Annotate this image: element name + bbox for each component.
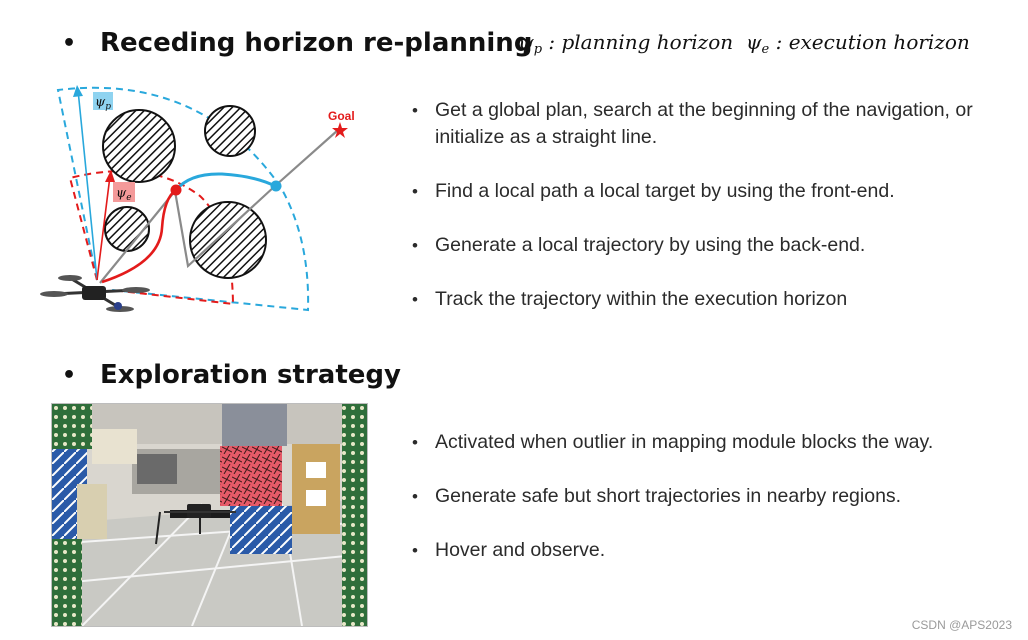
drone-icon — [40, 275, 150, 312]
obstacle-circle — [204, 105, 256, 157]
execution-horizon-arrow — [96, 175, 111, 281]
planning-horizon-label: : planning horizon — [542, 30, 746, 54]
psi-symbol: ψ — [518, 30, 534, 54]
psi-e-label: ψe — [116, 186, 132, 203]
execution-horizon-boundary — [68, 170, 235, 306]
planning-horizon-arrow — [77, 89, 98, 281]
exploration-steps-list: Activated when outlier in mapping module… — [412, 429, 1024, 591]
psi-symbol: ψ — [745, 30, 762, 54]
heading-bullet: • — [62, 30, 77, 56]
section-title: Receding horizon re-planning — [100, 28, 533, 58]
list-item: Find a local path a local target by usin… — [412, 178, 1024, 205]
drone-icon — [155, 504, 236, 545]
watermark: CSDN @APS2023 — [911, 618, 1012, 632]
list-item: Generate safe but short trajectories in … — [412, 483, 1024, 510]
list-item: Activated when outlier in mapping module… — [412, 429, 1024, 456]
local-trajectory-planned — [174, 172, 276, 192]
list-item: Generate a local trajectory by using the… — [412, 232, 1024, 259]
section-heading-replanning: • Receding horizon re-planning — [62, 28, 532, 58]
execution-target-dot — [170, 184, 182, 196]
local-trajectory-executed — [101, 188, 177, 284]
psi-e-subscript: e — [761, 42, 770, 57]
list-item: Get a global plan, search at the beginni… — [412, 97, 1024, 151]
obstacle-circle — [104, 206, 150, 252]
replanning-steps-list: Get a global plan, search at the beginni… — [412, 97, 1024, 340]
psi-p-subscript: p — [533, 42, 543, 57]
section-heading-exploration: • Exploration strategy — [62, 360, 401, 390]
heading-bullet: • — [62, 362, 77, 388]
execution-horizon-label: : execution horizon — [769, 30, 970, 54]
horizon-formula: ψp : planning horizon ψe : execution hor… — [518, 30, 970, 57]
receding-horizon-diagram: Goal ψp ψe — [40, 85, 355, 312]
obstacle-circle — [102, 109, 176, 183]
planning-horizon-boundary — [56, 86, 310, 312]
global-path — [99, 129, 339, 284]
list-item: Hover and observe. — [412, 537, 1024, 564]
exploration-photo — [51, 403, 368, 627]
list-item: Track the trajectory within the executio… — [412, 286, 1024, 313]
goal-label: Goal — [328, 109, 355, 123]
local-target-dot — [270, 180, 282, 192]
obstacle-circle — [189, 201, 267, 279]
psi-p-label: ψp — [95, 95, 111, 112]
goal-star-icon — [332, 122, 348, 138]
section-title: Exploration strategy — [100, 360, 401, 390]
